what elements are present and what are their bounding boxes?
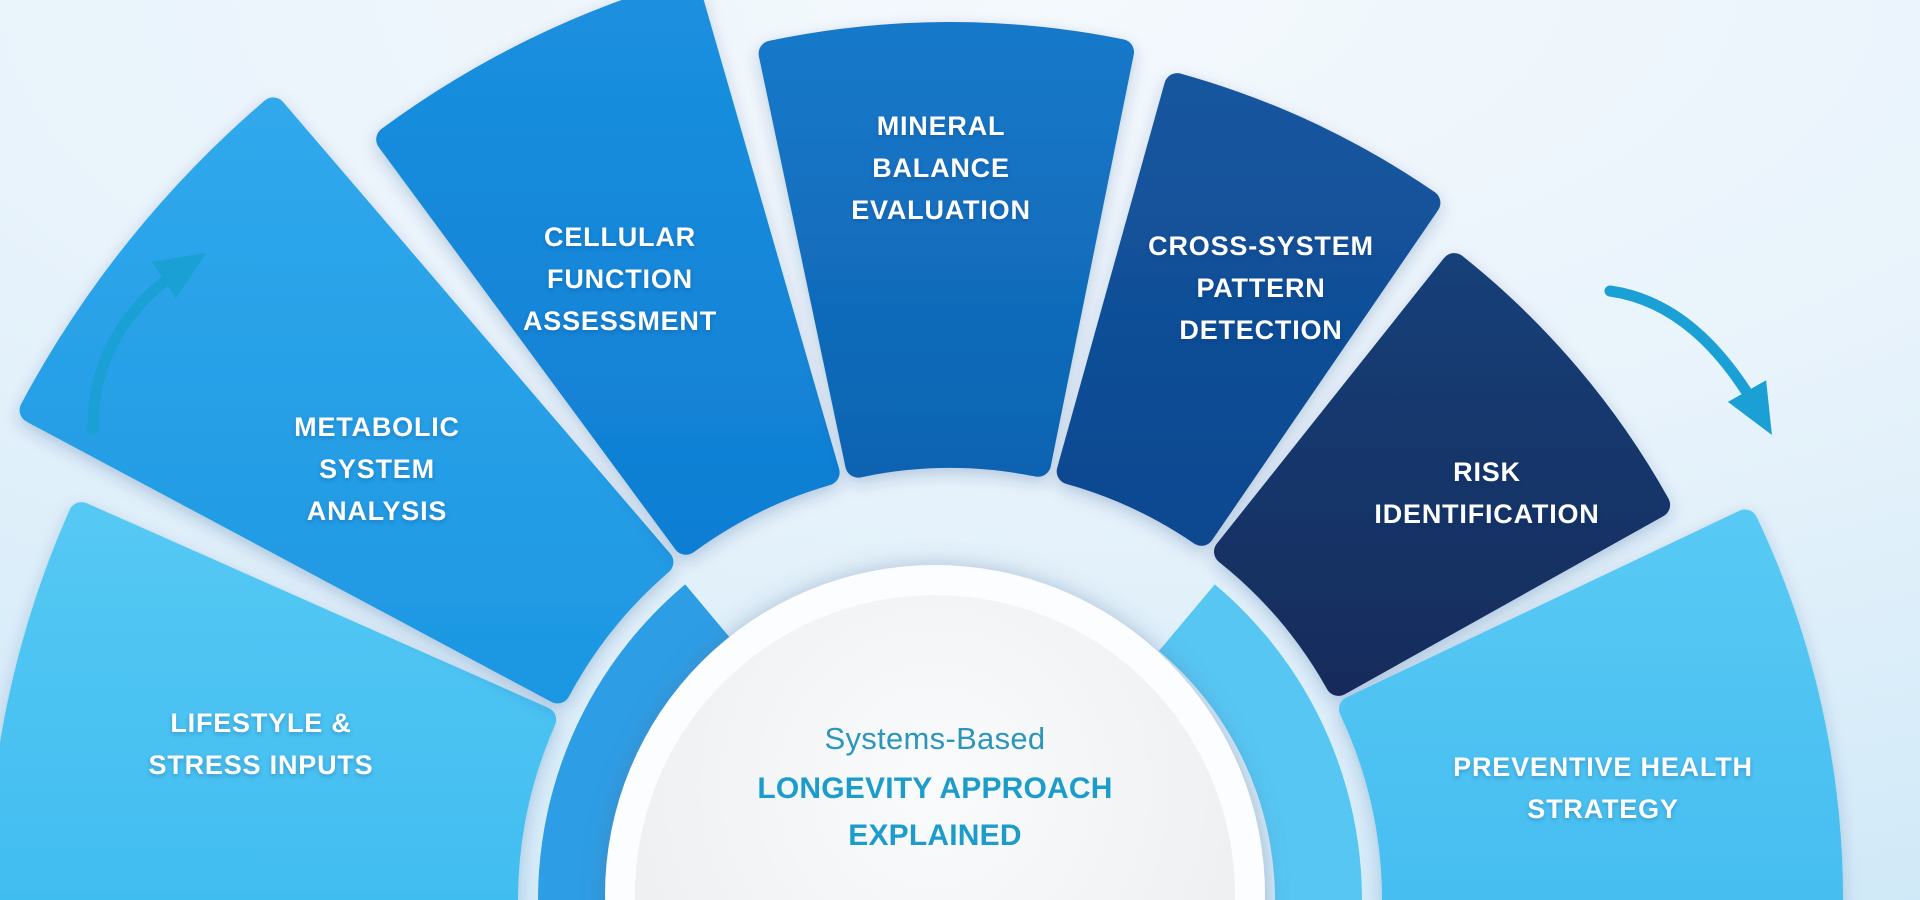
center-circle-disc [635, 595, 1235, 900]
flow-arrows [87, 252, 1772, 436]
wedge-cellular-function-assessment [376, 0, 840, 555]
center-circle [605, 565, 1265, 900]
wedge-lifestyle-stress-inputs [0, 502, 557, 900]
wedge-risk-identification [1214, 253, 1671, 696]
crescent-arc-left [538, 584, 742, 900]
wedge-preventive-health-strategy [1339, 509, 1843, 900]
curved-arrow-left-icon [87, 252, 207, 436]
curved-arrow-right-icon [1604, 285, 1772, 436]
wedge-cross-system-pattern-detection [1056, 73, 1441, 546]
wedge-mineral-balance-evaluation [758, 22, 1134, 478]
crescent-arc-right [1158, 584, 1362, 900]
fan-wedges [0, 0, 1843, 900]
crescent-arcs [538, 584, 1362, 900]
